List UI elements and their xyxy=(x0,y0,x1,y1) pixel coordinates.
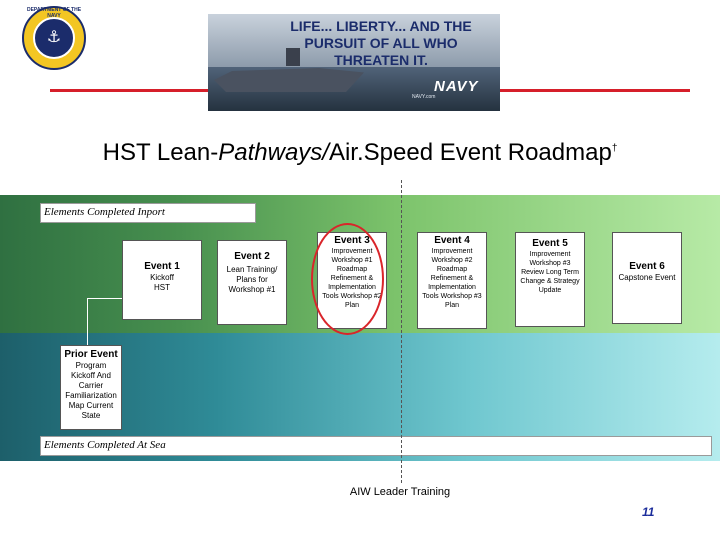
prior-event-title: Prior Event xyxy=(61,349,121,361)
event-2-title: Event 2 xyxy=(218,251,286,263)
event-5-desc: Improvement Workshop #3 Review Long Term… xyxy=(516,250,584,295)
anchor-icon: ⚓ xyxy=(35,27,73,47)
seal-center: ⚓ xyxy=(33,17,75,59)
title-dagger: † xyxy=(612,143,618,154)
event-2-box: Event 2 Lean Training/ Plans for Worksho… xyxy=(217,240,287,325)
prior-event-desc: Program Kickoff And Carrier Familiarizat… xyxy=(61,361,121,421)
title-italic: Pathways/ xyxy=(218,139,329,166)
current-position-dashed-line xyxy=(401,180,402,483)
title-suffix: Air.Speed Event Roadmap xyxy=(329,139,612,166)
title-prefix: HST Lean- xyxy=(103,139,219,166)
page-title: HST Lean-Pathways/Air.Speed Event Roadma… xyxy=(0,139,720,167)
event-1-title: Event 1 xyxy=(123,261,201,273)
at-sea-label: Elements Completed At Sea xyxy=(44,439,166,451)
header-rule-left xyxy=(50,89,210,92)
aiw-leader-training-label: AIW Leader Training xyxy=(300,486,500,498)
event-4-title: Event 4 xyxy=(418,235,486,247)
event-4-desc: Improvement Workshop #2 Roadmap Refineme… xyxy=(418,247,486,310)
prior-event-connector-vertical xyxy=(87,298,88,348)
event-1-desc: Kickoff HST xyxy=(123,273,201,293)
inport-label-box: Elements Completed Inport xyxy=(40,203,256,223)
navy-recruiting-banner: LIFE... LIBERTY... AND THE PURSUIT OF AL… xyxy=(208,14,500,111)
header-rule-right xyxy=(500,89,690,92)
navy-seal-logo: DEPARTMENT OF THE NAVY ⚓ xyxy=(22,6,86,70)
event-4-box: Event 4 Improvement Workshop #2 Roadmap … xyxy=(417,232,487,329)
at-sea-label-box: Elements Completed At Sea xyxy=(40,436,712,456)
prior-event-box: Prior Event Program Kickoff And Carrier … xyxy=(60,345,122,430)
event-5-box: Event 5 Improvement Workshop #3 Review L… xyxy=(515,232,585,327)
banner-tagline: LIFE... LIBERTY... AND THE PURSUIT OF AL… xyxy=(266,18,496,69)
event-6-box: Event 6 Capstone Event xyxy=(612,232,682,324)
banner-navy-logo: NAVY xyxy=(434,78,494,95)
event-5-title: Event 5 xyxy=(516,238,584,250)
event-6-desc: Capstone Event xyxy=(613,273,681,283)
page-number: 11 xyxy=(642,505,654,519)
event-2-desc: Lean Training/ Plans for Workshop #1 xyxy=(218,263,286,295)
event-1-box: Event 1 Kickoff HST xyxy=(122,240,202,320)
event-3-highlight-circle xyxy=(311,223,384,335)
event-6-title: Event 6 xyxy=(613,261,681,273)
banner-footer-text: NAVY.com xyxy=(412,94,496,100)
inport-label: Elements Completed Inport xyxy=(44,206,165,218)
